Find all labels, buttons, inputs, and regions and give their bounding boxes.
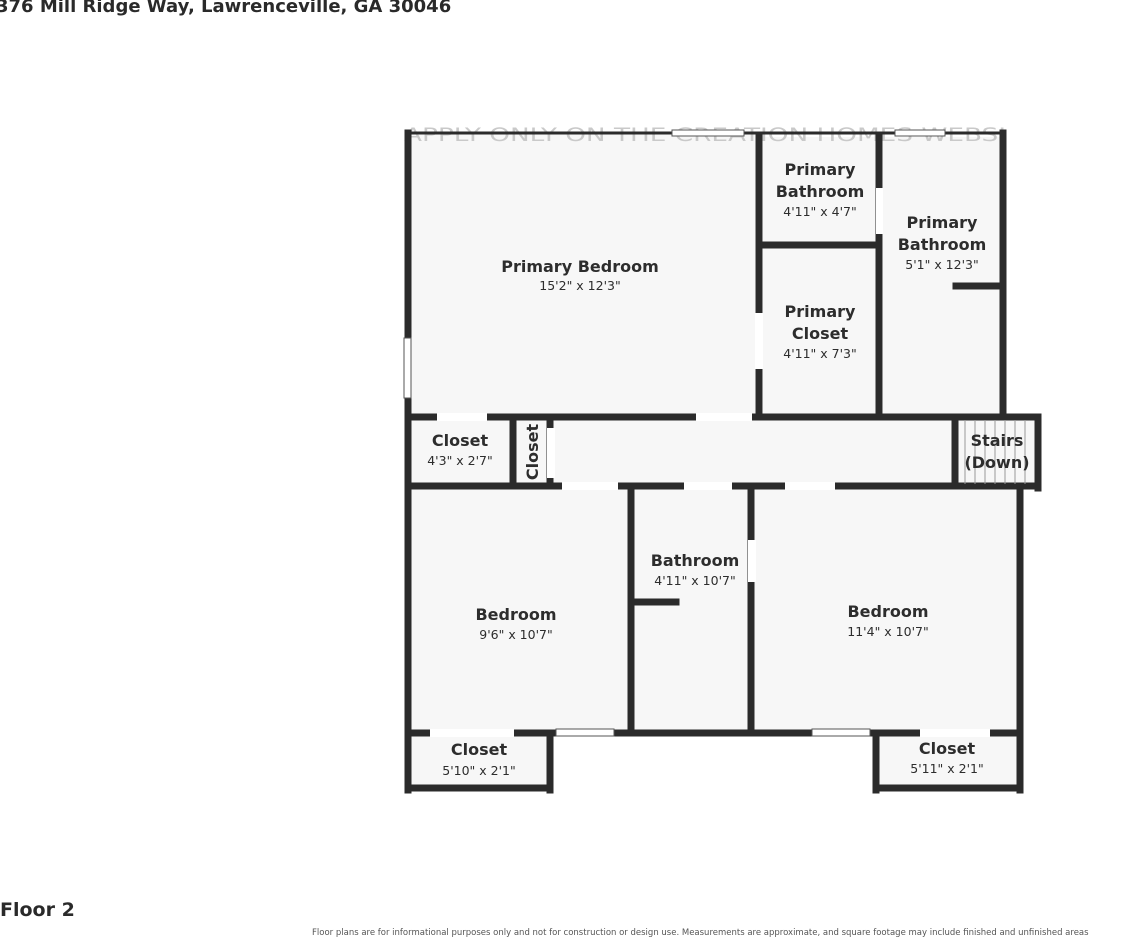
door-primary-closet — [755, 313, 763, 369]
door-small-closet — [547, 428, 555, 478]
door-bathroom — [684, 482, 732, 490]
property-address: 376 Mill Ridge Way, Lawrenceville, GA 30… — [0, 0, 452, 17]
closet-small-name: Closet — [523, 424, 542, 481]
primary-closet-area — [763, 248, 876, 416]
hallway-area — [410, 420, 1038, 486]
bedroom-right-dim: 11'4" x 10'7" — [847, 624, 928, 639]
bathroom-area — [633, 488, 750, 733]
door-bath-side — [748, 540, 756, 582]
door-closet-bl — [430, 729, 514, 737]
stairs-treads — [964, 420, 1026, 484]
closet-bottom-right-area — [876, 736, 1018, 788]
windows — [403, 129, 946, 737]
door-bedroom-right — [785, 482, 835, 490]
window-bottom-left — [555, 728, 615, 737]
stairs-name-2: (Down) — [964, 453, 1029, 472]
closet-left-name: Closet — [432, 431, 489, 450]
door-closet-left — [437, 413, 487, 421]
bedroom-left-area — [410, 488, 630, 733]
closet-bottom-right-dim: 5'11" x 2'1" — [910, 761, 983, 776]
primary-bathroom-small-dim: 4'11" x 4'7" — [783, 204, 856, 219]
door-closet-br — [920, 729, 990, 737]
bedroom-right-name: Bedroom — [847, 602, 928, 621]
primary-closet-name-1: Primary — [785, 302, 856, 321]
bedroom-left-name: Bedroom — [475, 605, 556, 624]
closet-bottom-left-name: Closet — [451, 740, 508, 759]
primary-bathroom-large-area — [883, 137, 1001, 416]
bathroom-name: Bathroom — [651, 551, 740, 570]
primary-bathroom-small-name-1: Primary — [785, 160, 856, 179]
door-openings — [430, 188, 990, 737]
bedroom-right-area — [753, 488, 1020, 733]
primary-closet-name-2: Closet — [792, 324, 849, 343]
bedroom-left-dim: 9'6" x 10'7" — [479, 627, 552, 642]
window-top-bedroom — [671, 129, 745, 137]
door-pb-bath — [876, 188, 883, 234]
door-bedroom-left — [562, 482, 618, 490]
window-left-bedroom — [403, 337, 412, 399]
primary-bathroom-small-name-2: Bathroom — [776, 182, 865, 201]
primary-closet-dim: 4'11" x 7'3" — [783, 346, 856, 361]
floor-label: Floor 2 — [0, 899, 75, 921]
door-primary-bedroom — [696, 413, 752, 421]
closet-bottom-left-dim: 5'10" x 2'1" — [442, 763, 515, 778]
stairs-name-1: Stairs — [971, 431, 1024, 450]
primary-bathroom-large-dim: 5'1" x 12'3" — [905, 257, 978, 272]
primary-bedroom-dim: 15'2" x 12'3" — [539, 278, 620, 293]
primary-bathroom-large-name-1: Primary — [907, 213, 978, 232]
closet-bottom-right-name: Closet — [919, 739, 976, 758]
window-bottom-right — [811, 728, 871, 737]
primary-bathroom-small-area — [763, 137, 876, 243]
primary-bathroom-large-name-2: Bathroom — [898, 235, 987, 254]
closet-bottom-left-area — [410, 736, 551, 788]
primary-bedroom-name: Primary Bedroom — [501, 257, 659, 276]
window-top-bath — [894, 129, 946, 137]
bathroom-dim: 4'11" x 10'7" — [654, 573, 735, 588]
primary-bedroom-area — [410, 133, 755, 416]
disclaimer-text: Floor plans are for informational purpos… — [312, 928, 1089, 938]
closet-left-dim: 4'3" x 2'7" — [427, 453, 493, 468]
